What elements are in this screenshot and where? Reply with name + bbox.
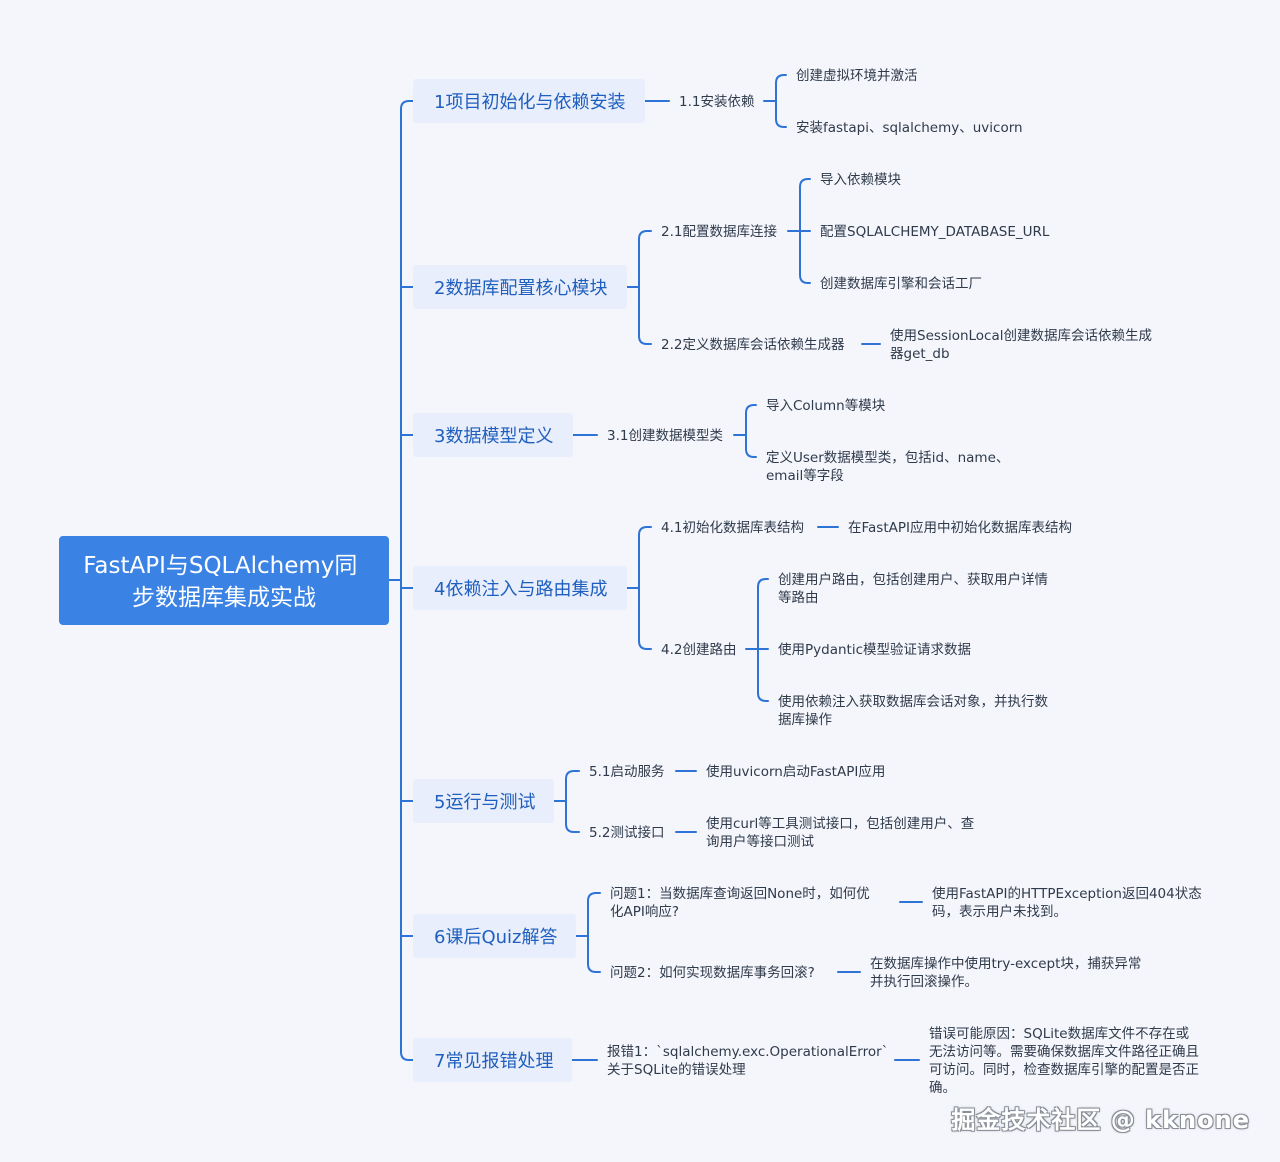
leaf-4-1-1[interactable]: 在FastAPI应用中初始化数据库表结构 xyxy=(848,519,1072,536)
branch-7[interactable]: 7常见报错处理 xyxy=(413,1038,572,1082)
branch-1[interactable]: 1项目初始化与依赖安装 xyxy=(413,79,645,123)
leaf-4-2-2[interactable]: 使用Pydantic模型验证请求数据 xyxy=(778,641,971,658)
branch-4-label: 4依赖注入与路由集成 xyxy=(434,579,607,600)
leaf-5-2-1[interactable]: 使用curl等工具测试接口，包括创建用户、查 询用户等接口测试 xyxy=(706,815,979,850)
branch-2-label: 2数据库配置核心模块 xyxy=(434,278,607,299)
b2-bracket xyxy=(638,230,652,345)
node-5-1[interactable]: 5.1启动服务 xyxy=(589,764,664,780)
node-3-1[interactable]: 3.1创建数据模型类 xyxy=(607,428,723,444)
b4-2-bracket xyxy=(757,578,769,702)
branch-6[interactable]: 6课后Quiz解答 xyxy=(413,914,576,958)
b3-1-bracket xyxy=(745,404,757,458)
leaf-6-2-1[interactable]: 在数据库操作中使用try-except块，捕获异常 并执行回滚操作。 xyxy=(870,955,1146,990)
leaf-4-2-3[interactable]: 使用依赖注入获取数据库会话对象，并执行数 据库操作 xyxy=(778,693,1052,728)
branch-4[interactable]: 4依赖注入与路由集成 xyxy=(413,566,627,610)
node-5-2[interactable]: 5.2测试接口 xyxy=(589,824,664,841)
connector-lines xyxy=(388,74,923,1061)
node-2-2[interactable]: 2.2定义数据库会话依赖生成器 xyxy=(661,337,845,353)
root-node[interactable]: FastAPI与SQLAlchemy同 步数据库集成实战 xyxy=(59,536,389,625)
branch-7-label: 7常见报错处理 xyxy=(434,1051,553,1072)
branch-5[interactable]: 5运行与测试 xyxy=(413,779,554,823)
branch-2[interactable]: 2数据库配置核心模块 xyxy=(413,265,627,309)
leaf-7-1-1[interactable]: 错误可能原因：SQLite数据库文件不存在或 无法访问等。需要确保数据库文件路径… xyxy=(929,1026,1203,1096)
node-7-1[interactable]: 报错1：`sqlalchemy.exc.OperationalError` 关于… xyxy=(607,1044,893,1078)
leaf-3-1-1[interactable]: 导入Column等模块 xyxy=(766,397,886,414)
node-6-1[interactable]: 问题1：当数据库查询返回None时，如何优 化API响应? xyxy=(610,886,874,920)
svg-text:FastAPI与SQLAlchemy同 步数据库: FastAPI与SQLAlchemy同 步数据库集成实战 xyxy=(83,553,364,611)
branch-6-label: 6课后Quiz解答 xyxy=(434,927,557,948)
root-title-line-2: 步数据库集成实战 xyxy=(132,585,316,611)
branch-5-label: 5运行与测试 xyxy=(434,792,535,813)
leaf-2-2-1[interactable]: 使用SessionLocal创建数据库会话依赖生成 器get_db xyxy=(890,327,1156,362)
leaf-1-1-1[interactable]: 创建虚拟环境并激活 xyxy=(796,68,918,84)
leaf-6-1-1[interactable]: 使用FastAPI的HTTPException返回404状态 码，表示用户未找到… xyxy=(932,885,1206,920)
leaf-1-1-2[interactable]: 安装fastapi、sqlalchemy、uvicorn xyxy=(796,120,1023,136)
node-2-1[interactable]: 2.1配置数据库连接 xyxy=(661,223,777,240)
branch-1-label: 1项目初始化与依赖安装 xyxy=(434,92,625,113)
node-1-1[interactable]: 1.1安装依赖 xyxy=(679,94,755,110)
leaf-2-1-2[interactable]: 配置SQLALCHEMY_DATABASE_URL xyxy=(820,224,1050,240)
leaf-2-1-1[interactable]: 导入依赖模块 xyxy=(820,172,901,188)
leaf-5-1-1[interactable]: 使用uvicorn启动FastAPI应用 xyxy=(706,763,885,780)
node-4-1[interactable]: 4.1初始化数据库表结构 xyxy=(661,519,804,536)
root-bracket xyxy=(400,100,414,1061)
node-6-2[interactable]: 问题2：如何实现数据库事务回滚? xyxy=(610,964,815,981)
branch-3[interactable]: 3数据模型定义 xyxy=(413,413,573,457)
leaf-4-2-1[interactable]: 创建用户路由，包括创建用户、获取用户详情 等路由 xyxy=(778,571,1052,606)
watermark: 掘金技术社区 @ kknone xyxy=(951,1106,1250,1134)
leaf-3-1-2[interactable]: 定义User数据模型类，包括id、name、 email等字段 xyxy=(766,450,1014,484)
b6-bracket xyxy=(587,892,601,973)
branch-3-label: 3数据模型定义 xyxy=(434,426,553,447)
root-title-line-1: FastAPI与SQLAlchemy同 xyxy=(83,553,357,579)
b4-bracket xyxy=(638,526,652,650)
node-4-2[interactable]: 4.2创建路由 xyxy=(661,642,736,658)
b1-1-bracket xyxy=(775,74,787,128)
b5-bracket xyxy=(565,770,580,833)
leaf-2-1-3[interactable]: 创建数据库引擎和会话工厂 xyxy=(820,276,982,292)
